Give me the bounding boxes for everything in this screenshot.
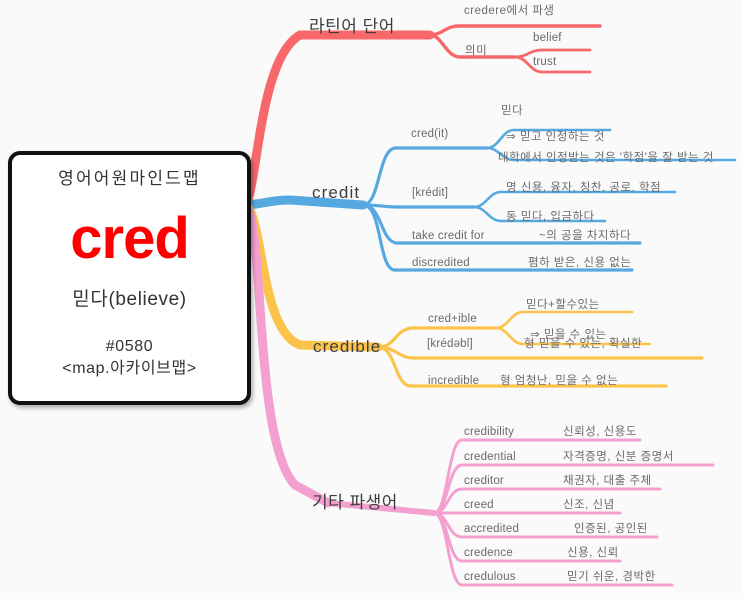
branch-label-credible[interactable]: credible bbox=[313, 337, 382, 356]
central-node-id-line1: #0580 bbox=[105, 338, 154, 355]
node-incredible[interactable]: incredible bbox=[428, 375, 480, 387]
node-credulous[interactable]: credulous bbox=[464, 571, 516, 583]
branch-label-latin[interactable]: 라틴어 단어 bbox=[309, 17, 395, 36]
central-node-meaning: 믿다(believe) bbox=[72, 289, 187, 310]
node-accredited-text: accredited bbox=[464, 523, 520, 535]
node-credit-morpheme[interactable]: cred(it) bbox=[411, 128, 449, 140]
leaf-credit-verb[interactable]: 동 믿다, 입금하다 bbox=[506, 211, 595, 223]
leaf-belief[interactable]: belief bbox=[533, 32, 562, 44]
node-latin-derivation[interactable]: credere에서 파생 bbox=[464, 5, 555, 17]
node-discredited[interactable]: discredited bbox=[412, 257, 470, 269]
leaf-credit-university[interactable]: 대학에서 인정받는 것은 '학점'을 잘 받는 것 bbox=[498, 152, 714, 164]
node-take-credit-for[interactable]: take credit for bbox=[412, 230, 485, 242]
central-node-id-line2: <map.아카이브맵> bbox=[62, 359, 197, 377]
branch-label-credit[interactable]: credit bbox=[312, 183, 361, 202]
branch-label-others[interactable]: 기타 파생어 bbox=[312, 493, 398, 512]
value-accredited[interactable]: 인증된, 공인된 bbox=[574, 523, 648, 535]
node-credential[interactable]: credential bbox=[464, 451, 516, 463]
node-credible-morpheme[interactable]: cred+ible bbox=[428, 313, 477, 325]
node-accredited[interactable]: accredited bbox=[464, 523, 520, 536]
central-node-id: #0580 <map.아카이브맵> bbox=[62, 336, 196, 379]
value-discredited[interactable]: 폄하 받은, 신용 없는 bbox=[528, 257, 632, 269]
node-credence[interactable]: credence bbox=[464, 547, 513, 559]
value-take-credit-for[interactable]: ~의 공을 차지하다 bbox=[539, 230, 632, 242]
node-creed[interactable]: creed bbox=[464, 499, 494, 511]
value-creditor[interactable]: 채권자, 대출 주체 bbox=[563, 475, 652, 487]
leaf-credit-noun[interactable]: 명 신용, 융자, 칭찬, 공로, 학점 bbox=[506, 182, 662, 194]
value-credence[interactable]: 신용, 신뢰 bbox=[567, 547, 619, 559]
leaf-credit-derive[interactable]: ⇒ 믿고 인정하는 것 bbox=[506, 131, 605, 143]
value-credibility[interactable]: 신뢰성, 신용도 bbox=[563, 426, 637, 438]
central-node[interactable]: 영어어원마인드맵 cred 믿다(believe) #0580 <map.아카이… bbox=[8, 151, 251, 405]
leaf-credible-derive[interactable]: ⇒ 믿을 수 있는 bbox=[530, 329, 607, 341]
leaf-credit-believe[interactable]: 믿다 bbox=[501, 105, 524, 117]
node-credibility[interactable]: credibility bbox=[464, 426, 515, 438]
value-credential[interactable]: 자격증명, 신분 증명서 bbox=[563, 451, 674, 463]
node-credit-pronunciation[interactable]: [krédit] bbox=[412, 187, 449, 199]
leaf-credible-compose[interactable]: 믿다+할수있는 bbox=[526, 299, 600, 311]
node-creditor[interactable]: creditor bbox=[464, 475, 504, 487]
central-node-title: 영어어원마인드맵 bbox=[58, 169, 201, 188]
node-latin-meaning[interactable]: 의미 bbox=[465, 45, 488, 57]
node-credible-pronunciation[interactable]: [krédəbl] bbox=[427, 338, 473, 350]
value-creed[interactable]: 신조, 신념 bbox=[563, 499, 615, 511]
central-node-word: cred bbox=[70, 206, 190, 271]
leaf-trust[interactable]: trust bbox=[533, 56, 557, 68]
value-credible-adj[interactable]: 형 믿을 수 있는, 확실한 bbox=[524, 338, 643, 350]
branch-wires-latin bbox=[238, 24, 602, 210]
value-credulous[interactable]: 믿기 쉬운, 경박한 bbox=[567, 571, 656, 583]
value-incredible[interactable]: 형 엄청난, 믿을 수 없는 bbox=[500, 375, 619, 387]
